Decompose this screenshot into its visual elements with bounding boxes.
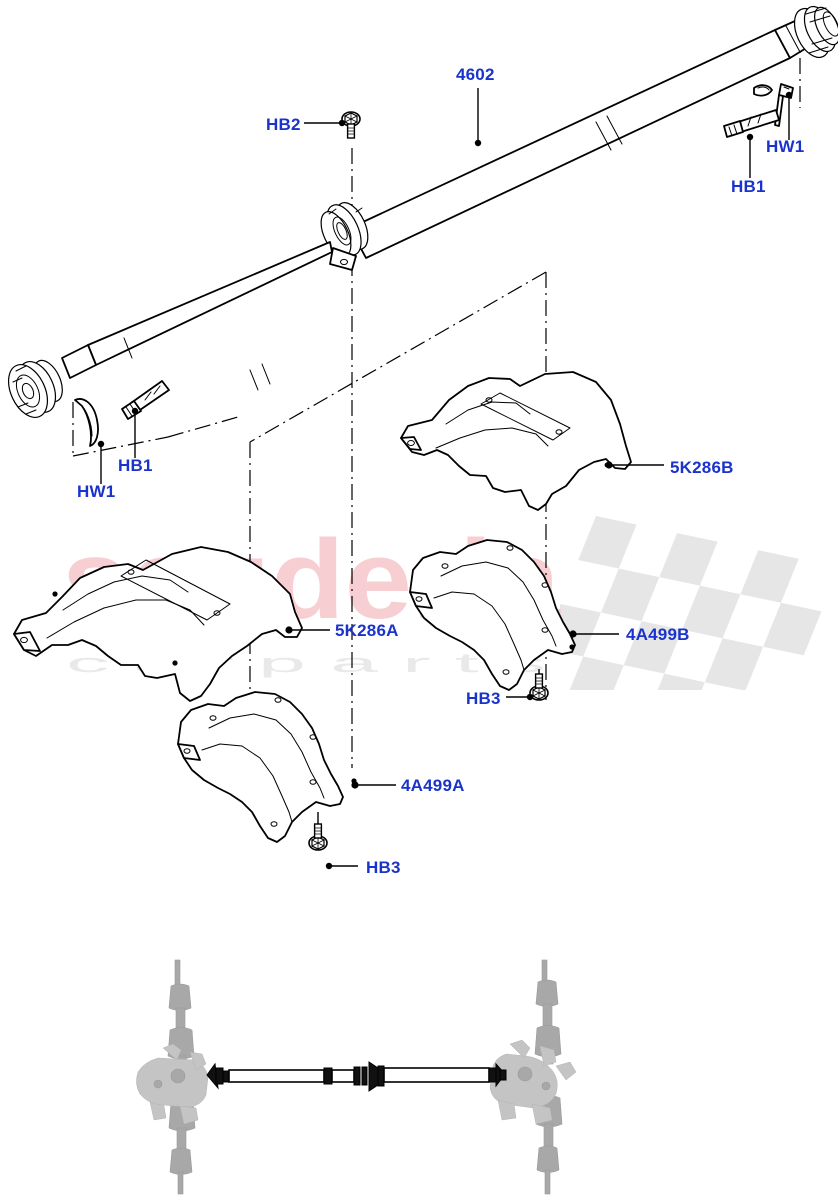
bracket-b-drawing [409,539,576,691]
front-flange [7,359,63,418]
bracket-a-drawing [177,691,357,843]
thumb-rear-axle [489,959,577,1195]
callout-hb2[interactable]: HB2 [266,115,301,134]
callout-hw1-ll[interactable]: HW1 [77,482,115,501]
callout-4602[interactable]: 4602 [456,65,495,84]
callout-labels-group: 4602 HB2 HW1 HB1 HB1 HW1 5K286B 5K286A 4… [77,65,804,877]
hb2-bolt-drawing [341,111,361,139]
callout-hw1-ur[interactable]: HW1 [766,137,804,156]
callout-5k286a[interactable]: 5K286A [335,621,399,640]
leader-lines-group [97,88,793,870]
propshaft-assembly-drawing [7,5,838,418]
checkered-flag-watermark [560,516,822,690]
callout-hb1-ur[interactable]: HB1 [731,177,766,196]
upper-right-fasteners [723,83,794,138]
lower-left-fasteners [74,380,170,447]
thumb-propshaft-highlight [206,1061,507,1092]
callout-4a499a[interactable]: 4A499A [401,776,465,795]
callout-hb3-b[interactable]: HB3 [466,689,501,708]
callout-4a499b[interactable]: 4A499B [626,625,690,644]
heat-shield-a-drawing [13,546,303,702]
hb3-bolt-a-drawing [308,823,328,851]
callout-5k286b[interactable]: 5K286B [670,458,734,477]
callout-hb3-a[interactable]: HB3 [366,858,401,877]
center-bearing [320,202,369,271]
rear-flange [793,5,838,59]
callout-hb1-ll[interactable]: HB1 [118,456,153,475]
heat-shield-b-drawing [400,371,632,511]
thumb-front-axle [136,959,209,1195]
driveline-thumbnail[interactable] [136,959,577,1195]
